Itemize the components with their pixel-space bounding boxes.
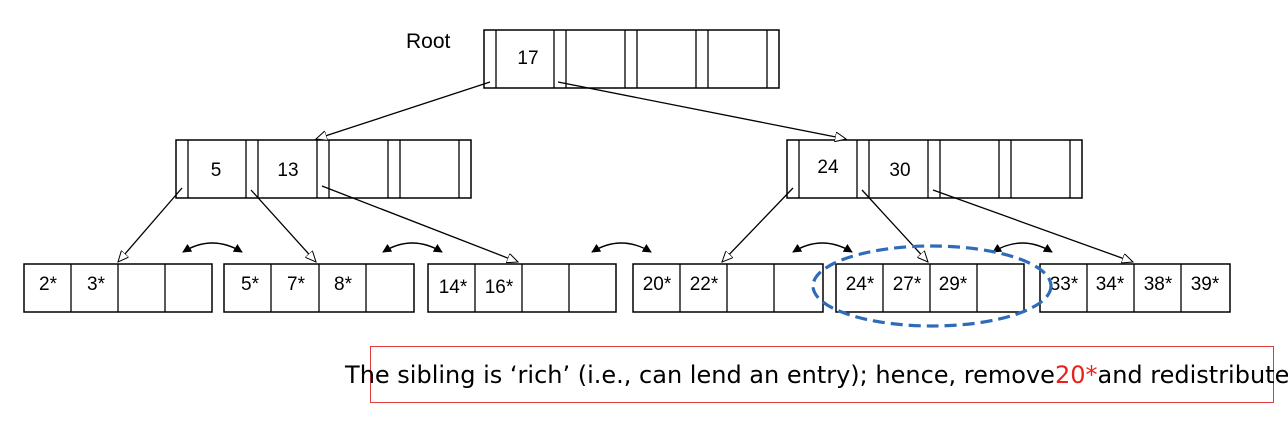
pointer-right-p1	[861, 189, 928, 262]
leaf-1-entry-1: 2*	[39, 274, 58, 295]
pointer-left-p1	[250, 189, 316, 262]
leaf-node-2: 5* 7* 8*	[223, 263, 415, 313]
leaf-3-entry-2: 16*	[485, 277, 514, 298]
root-key-1: 17	[517, 48, 538, 69]
leaf-4-entry-2: 22*	[690, 274, 719, 295]
sibling-links	[182, 242, 1053, 253]
pointer-right-p0	[722, 187, 794, 262]
leaf-6-entry-1: 33*	[1050, 274, 1079, 295]
internal-right-key-2: 30	[889, 160, 910, 181]
internal-left-key-2: 13	[277, 160, 298, 181]
leaf-2-entry-2: 7*	[287, 274, 306, 295]
leaf-5-entry-1: 24*	[846, 274, 875, 295]
leaf-3-entry-1: 14*	[439, 277, 468, 298]
leaf-node-5: 24* 27* 29*	[835, 263, 1025, 313]
highlight-ellipse	[811, 244, 1053, 328]
leaf-5-entry-3: 29*	[939, 274, 968, 295]
leaf-4-entry-1: 20*	[643, 274, 672, 295]
leaf-1-entry-2: 3*	[87, 274, 106, 295]
leaf-node-4: 20* 22*	[632, 263, 824, 313]
internal-right-key-1: 24	[817, 157, 839, 178]
sibling-link-3	[591, 242, 652, 253]
leaf-node-3: 14* 16*	[427, 263, 617, 313]
caption-text-before: The sibling is ‘rich’ (i.e., can lend an…	[345, 360, 1055, 389]
sibling-link-2	[382, 242, 443, 253]
root-node: 17	[483, 29, 780, 89]
pointer-root-to-left	[316, 81, 491, 139]
caption-highlight: 20*	[1054, 360, 1098, 389]
child-pointers	[118, 81, 1133, 262]
leaf-6-entry-3: 38*	[1144, 274, 1173, 295]
leaf-node-1: 2* 3*	[23, 263, 213, 313]
sibling-link-4	[792, 242, 853, 253]
caption-text-after: and redistribute!	[1097, 360, 1288, 389]
internal-node-right: 24 30	[786, 139, 1083, 199]
caption-box: The sibling is ‘rich’ (i.e., can lend an…	[345, 346, 1288, 403]
leaf-6-entry-2: 34*	[1096, 274, 1125, 295]
internal-node-left: 5 13	[175, 139, 472, 199]
leaf-5-entry-2: 27*	[893, 274, 922, 295]
internal-left-key-1: 5	[211, 160, 222, 181]
root-label: Root	[406, 30, 451, 53]
leaf-2-entry-3: 8*	[334, 274, 353, 295]
pointer-left-p2	[321, 185, 518, 262]
leaf-2-entry-1: 5*	[241, 274, 260, 295]
leaf-node-6: 33* 34* 38* 39*	[1039, 263, 1231, 313]
leaf-6-entry-4: 39*	[1191, 274, 1220, 295]
sibling-link-5	[992, 242, 1053, 253]
pointer-root-to-right	[557, 81, 846, 139]
pointer-right-p2	[932, 189, 1133, 262]
sibling-link-1	[182, 242, 243, 253]
pointer-left-p0	[118, 187, 183, 262]
